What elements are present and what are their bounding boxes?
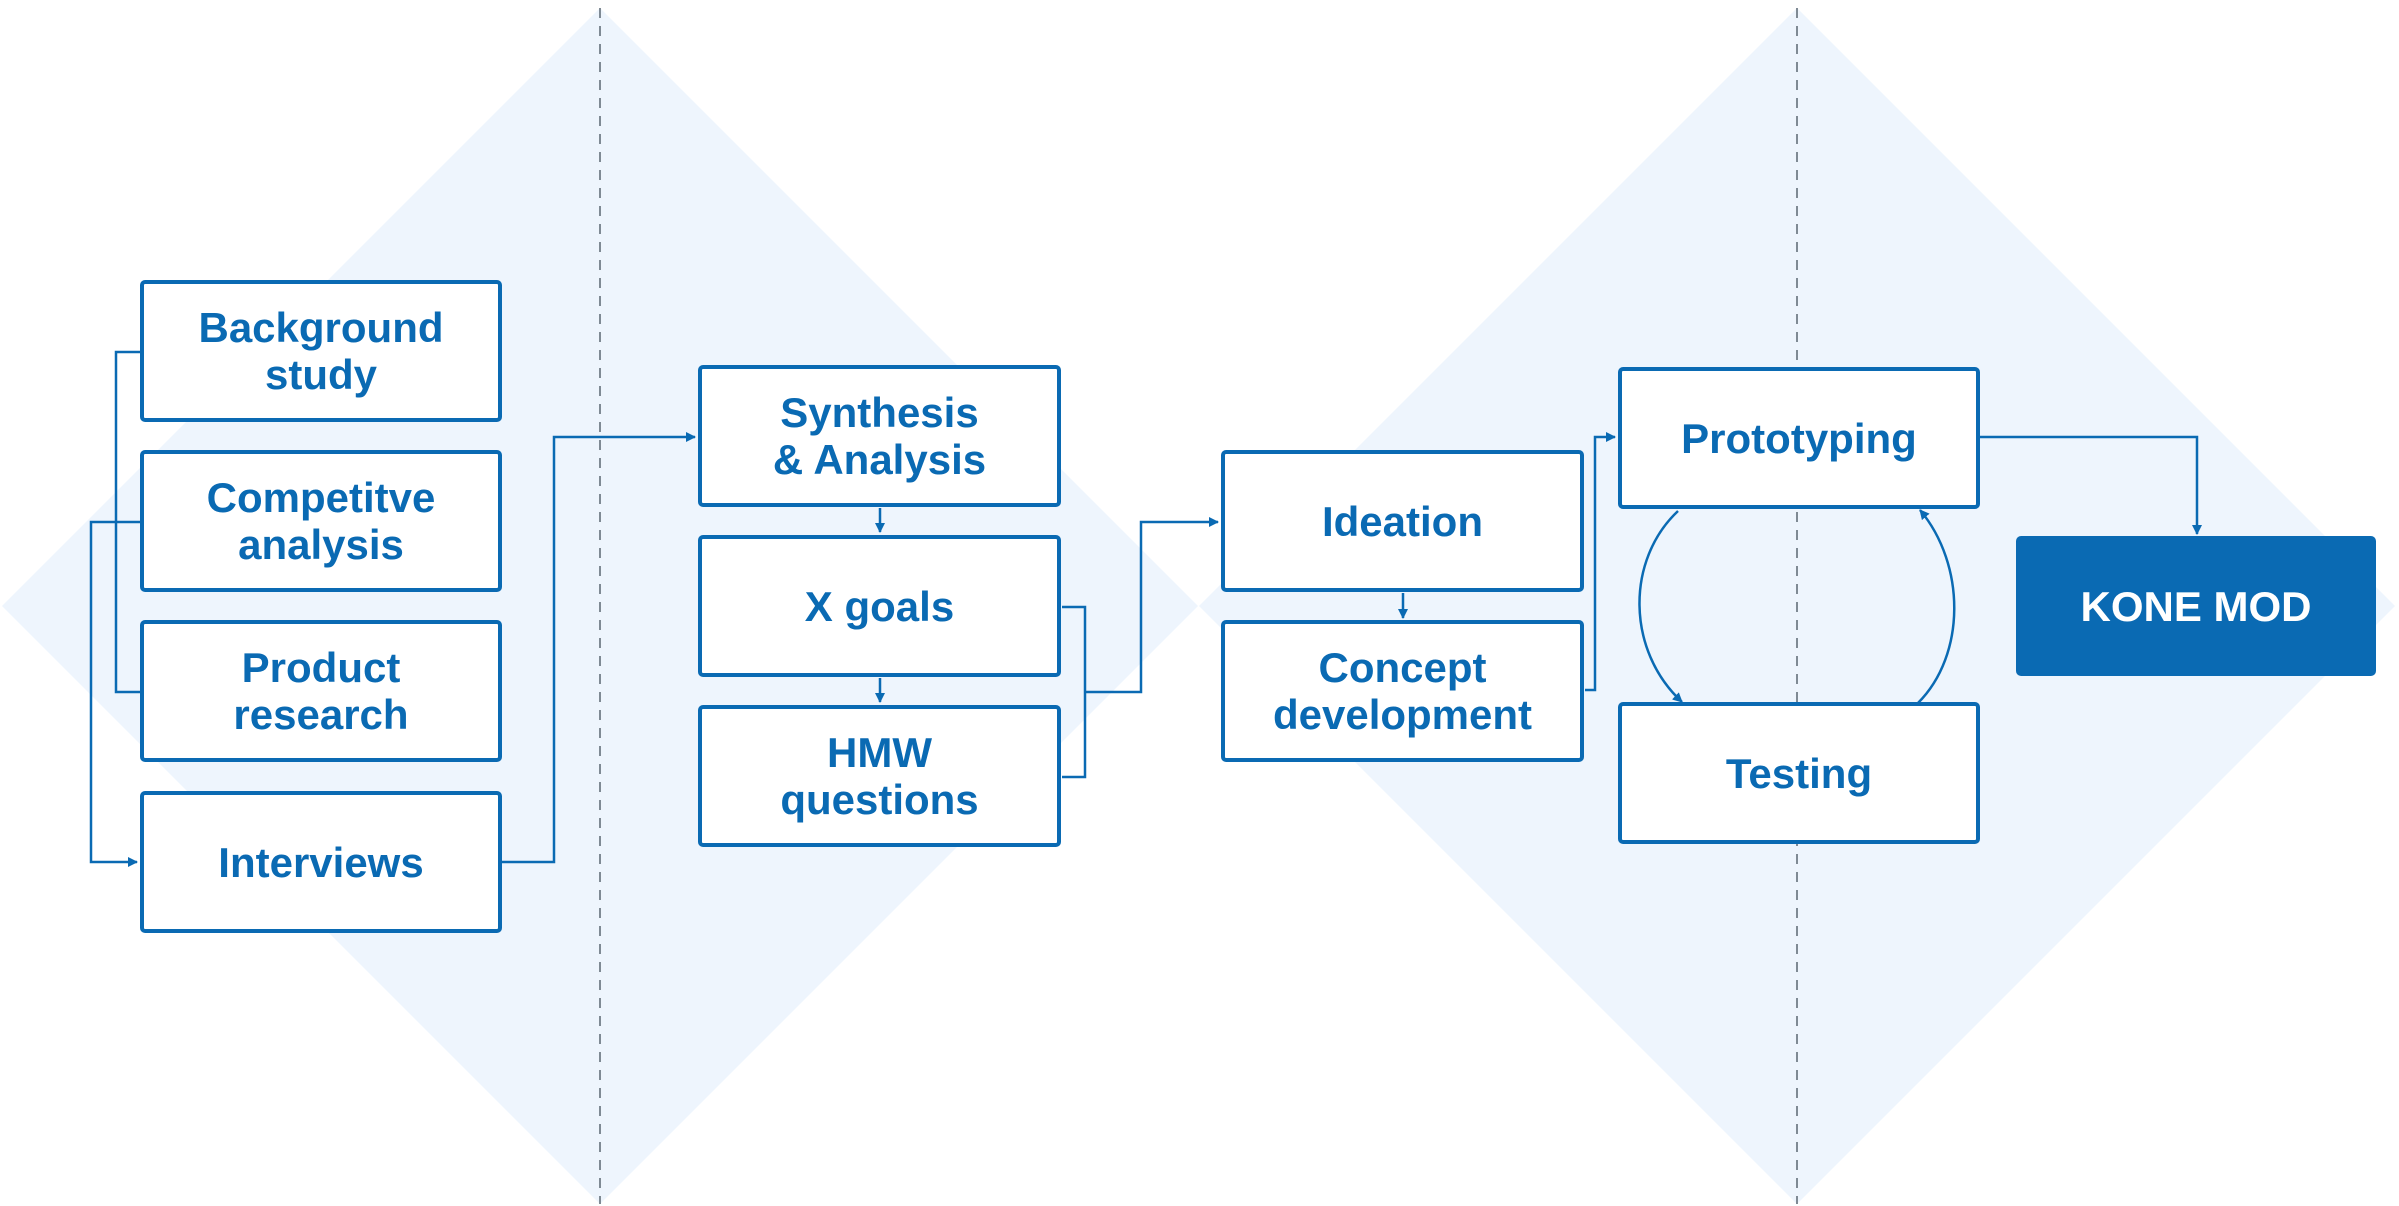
node-interviews: Interviews (140, 791, 502, 933)
node-x-goals: X goals (698, 535, 1061, 677)
connector-concept-to-prototyping (1585, 432, 1616, 692)
node-label-line: Prototyping (1681, 414, 1917, 462)
node-label-line: & Analysis (772, 436, 987, 483)
node-prototyping: Prototyping (1618, 367, 1980, 509)
connector-interviews-to-synthesis (502, 432, 696, 864)
node-label-line: Testing (1725, 749, 1873, 797)
node-label-line: questions (780, 776, 979, 823)
node-label-line: HMW (827, 729, 932, 776)
node-label-line: Ideation (1321, 497, 1483, 545)
node-label-line: development (1272, 691, 1533, 738)
connector-to-ideation (1085, 517, 1219, 694)
node-label-line: study (264, 351, 377, 398)
node-label-line: Interviews (218, 838, 424, 886)
connector-prototyping-to-kone-mod (1980, 435, 2202, 535)
node-label-line: research (233, 691, 409, 738)
node-label-line: KONE MOD (2080, 582, 2312, 630)
connector-prototyping-to-testing (1638, 510, 1683, 703)
node-label-line: Product (241, 644, 401, 691)
node-label-line: analysis (238, 521, 404, 568)
node-testing: Testing (1618, 702, 1980, 844)
node-label-line: Synthesis (780, 389, 979, 436)
node-label-line: X goals (804, 582, 955, 630)
connector-competitive-to-interviews (89, 520, 140, 867)
node-label-line: Background (198, 304, 444, 351)
node-label-line: Concept (1318, 644, 1487, 691)
connector-testing-to-prototyping (1917, 509, 1956, 704)
node-ideation: Ideation (1221, 450, 1584, 592)
node-synthesis-analysis: Synthesis& Analysis (698, 365, 1061, 507)
node-label-line: Competitve (206, 474, 436, 521)
node-kone-mod: KONE MOD (2016, 536, 2376, 676)
